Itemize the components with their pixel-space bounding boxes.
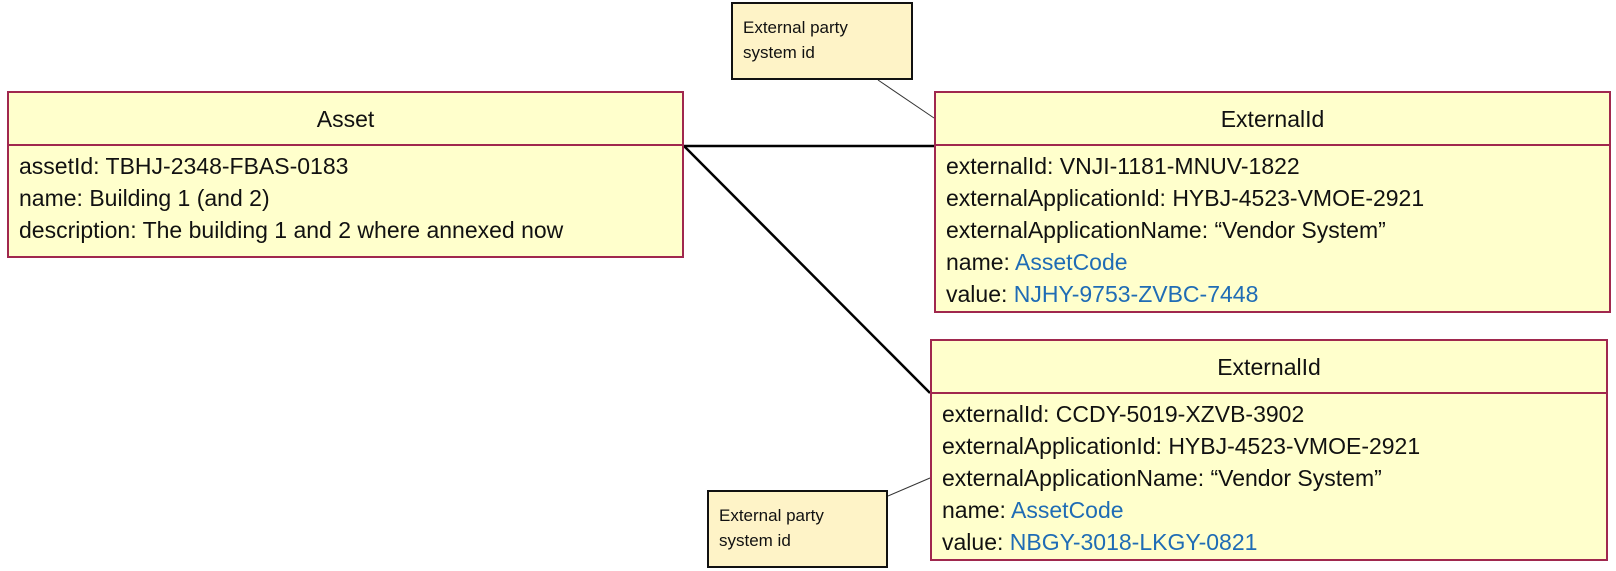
- externalid-attribute-row: name: AssetCode: [946, 246, 1609, 278]
- note-connector-1: [877, 79, 935, 119]
- externalid-attribute-row: externalId: VNJI-1181-MNUV-1822: [946, 150, 1609, 182]
- note-connector-2: [887, 477, 931, 497]
- attribute-value: “Vendor System”: [1210, 465, 1382, 491]
- attribute-key: externalApplicationName:: [942, 465, 1211, 491]
- externalid-attribute-row: value: NBGY-3018-LKGY-0821: [942, 526, 1606, 558]
- attribute-value: VNJI-1181-MNUV-1822: [1059, 153, 1300, 179]
- attribute-value: HYBJ-4523-VMOE-2921: [1168, 433, 1421, 459]
- attribute-key: externalApplicationId:: [942, 433, 1169, 459]
- asset-attribute-row: assetId: TBHJ-2348-FBAS-0183: [19, 150, 682, 182]
- externalid-attribute-list: externalId: CCDY-5019-XZVB-3902 external…: [932, 394, 1606, 558]
- attribute-key: externalId:: [946, 153, 1060, 179]
- asset-attribute-row: description: The building 1 and 2 where …: [19, 214, 682, 246]
- asset-class-box[interactable]: Asset assetId: TBHJ-2348-FBAS-0183 name:…: [7, 91, 684, 258]
- externalid-class-title: ExternalId: [936, 93, 1609, 146]
- association-asset-externalid-2: [683, 145, 931, 394]
- attribute-value: TBHJ-2348-FBAS-0183: [105, 153, 349, 179]
- asset-attribute-list: assetId: TBHJ-2348-FBAS-0183 name: Build…: [9, 146, 682, 246]
- attribute-key: value:: [942, 529, 1010, 555]
- attribute-key: description:: [19, 217, 143, 243]
- attribute-key: assetId:: [19, 153, 106, 179]
- externalid-attribute-row: externalApplicationId: HYBJ-4523-VMOE-29…: [946, 182, 1609, 214]
- asset-class-title: Asset: [9, 93, 682, 146]
- attribute-value: NBGY-3018-LKGY-0821: [1009, 529, 1258, 555]
- note-external-party-system-id[interactable]: External party system id: [731, 2, 913, 80]
- attribute-value: CCDY-5019-XZVB-3902: [1055, 401, 1305, 427]
- externalid-attribute-list: externalId: VNJI-1181-MNUV-1822 external…: [936, 146, 1609, 310]
- externalid-class-title: ExternalId: [932, 341, 1606, 394]
- attribute-value: “Vendor System”: [1214, 217, 1386, 243]
- note-external-party-system-id[interactable]: External party system id: [707, 490, 888, 568]
- externalid-attribute-row: value: NJHY-9753-ZVBC-7448: [946, 278, 1609, 310]
- externalid-attribute-row: externalApplicationName: “Vendor System”: [942, 462, 1606, 494]
- attribute-key: name:: [942, 497, 1012, 523]
- externalid-attribute-row: externalApplicationId: HYBJ-4523-VMOE-29…: [942, 430, 1606, 462]
- externalid-class-box-2[interactable]: ExternalId externalId: CCDY-5019-XZVB-39…: [930, 339, 1608, 561]
- attribute-key: name:: [19, 185, 90, 211]
- attribute-value: The building 1 and 2 where annexed now: [142, 217, 564, 243]
- attribute-value: AssetCode: [1015, 249, 1128, 275]
- attribute-key: name:: [946, 249, 1016, 275]
- attribute-value: Building 1 (and 2): [89, 185, 270, 211]
- externalid-attribute-row: externalApplicationName: “Vendor System”: [946, 214, 1609, 246]
- attribute-value: AssetCode: [1011, 497, 1124, 523]
- asset-attribute-row: name: Building 1 (and 2): [19, 182, 682, 214]
- attribute-value: NJHY-9753-ZVBC-7448: [1013, 281, 1259, 307]
- attribute-key: externalApplicationName:: [946, 217, 1215, 243]
- attribute-key: value:: [946, 281, 1014, 307]
- attribute-key: externalId:: [942, 401, 1056, 427]
- attribute-value: HYBJ-4523-VMOE-2921: [1172, 185, 1425, 211]
- externalid-attribute-row: externalId: CCDY-5019-XZVB-3902: [942, 398, 1606, 430]
- externalid-class-box-1[interactable]: ExternalId externalId: VNJI-1181-MNUV-18…: [934, 91, 1611, 313]
- externalid-attribute-row: name: AssetCode: [942, 494, 1606, 526]
- attribute-key: externalApplicationId:: [946, 185, 1173, 211]
